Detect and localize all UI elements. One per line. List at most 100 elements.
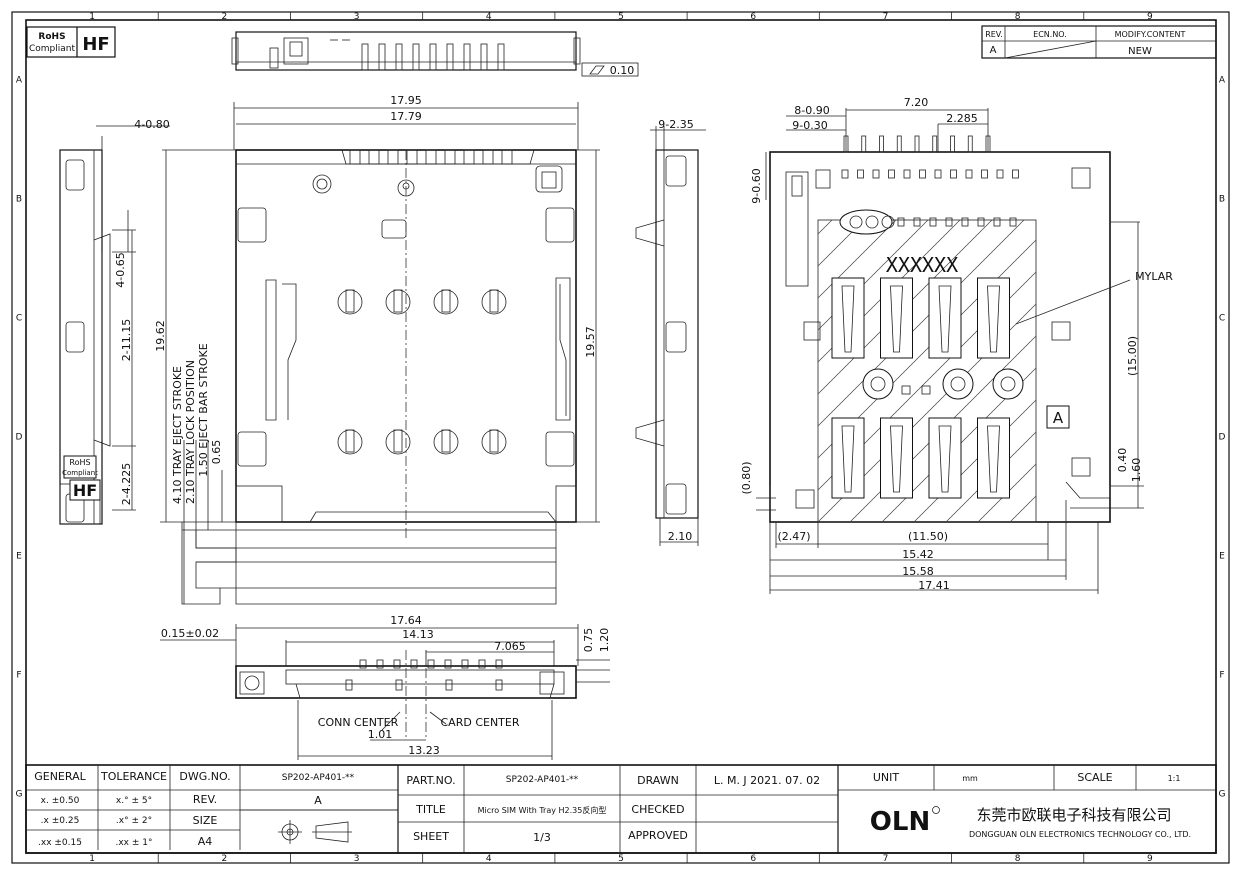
sheet-label: SHEET — [413, 830, 449, 843]
dim-2-4-225: 2-4.225 — [120, 463, 133, 505]
mylar-hatch-line — [977, 463, 1036, 522]
bottom-pad — [903, 169, 911, 179]
drawn-value: L. M. J 2021. 07. 02 — [714, 774, 820, 787]
part-no-label: PART.NO. — [406, 774, 455, 787]
tray-eject-stroke: 4.10 TRAY EJECT STROKE — [171, 366, 184, 504]
top-pin — [412, 43, 420, 71]
tol-x-angular: x.° ± 5° — [116, 796, 152, 806]
bottom-contact — [928, 277, 962, 359]
column-label-bottom: 9 — [1147, 854, 1153, 864]
front-contact-blade — [345, 289, 355, 313]
dim-0-65: 0.65 — [210, 440, 223, 465]
tol-xxx-linear: .xx ±0.15 — [38, 838, 82, 848]
dim-1-20: 1.20 — [598, 628, 611, 653]
column-label-top: 9 — [1147, 12, 1153, 22]
column-label-top: 1 — [89, 12, 95, 22]
left-side-view: 4-0.80 4-0.65 2-11.15 2-4.225 RoHS Compl… — [59, 118, 170, 525]
bottom-contact-spring — [890, 285, 903, 353]
bottom-pad — [872, 169, 880, 179]
bottom-contact — [928, 417, 962, 499]
mylar-label: MYLAR — [1135, 270, 1173, 283]
checked-label: CHECKED — [631, 803, 684, 816]
column-label-bottom: 6 — [750, 854, 756, 864]
part-no-value: SP202-AP401-** — [506, 775, 579, 785]
mylar-hatch-line — [818, 220, 993, 395]
ecn-header: ECN.NO. — [1033, 30, 1067, 39]
hf-label: HF — [82, 34, 109, 55]
front-pin — [501, 149, 513, 165]
dim-0-75: 0.75 — [582, 628, 595, 653]
column-label-bottom: 3 — [354, 854, 360, 864]
bottom-pad — [981, 169, 988, 179]
bottom-contact — [977, 277, 1010, 359]
row-label-left: F — [16, 671, 21, 681]
mylar-hatch-line — [818, 220, 865, 267]
title-block: GENERAL TOLERANCE x. ±0.50 x.° ± 5° .x ±… — [25, 764, 1217, 854]
dim-4-0-65: 4-0.65 — [114, 252, 127, 287]
dwg-no-label: DWG.NO. — [179, 770, 230, 783]
front-contact — [481, 429, 507, 455]
compliant-label: Compliant — [29, 44, 75, 54]
bottom-contact — [831, 277, 865, 359]
mylar-hatch-line — [818, 220, 961, 363]
eject-bar-stroke: 1.50 EJECT BAR STROKE — [197, 343, 210, 476]
modify-value: NEW — [1128, 46, 1152, 57]
front-pin — [387, 149, 399, 165]
bottom-contact — [831, 417, 865, 499]
bottom-pin — [914, 135, 920, 153]
front-pin — [463, 149, 475, 165]
row-label-left: E — [16, 552, 22, 562]
unit-value: mm — [962, 774, 978, 783]
elev-contact — [395, 679, 403, 691]
card-center-label: CARD CENTER — [441, 716, 520, 729]
bottom-pad — [1012, 169, 1019, 179]
dim-2-47: (2.47) — [777, 530, 810, 543]
company-name-en: DONGGUAN OLN ELECTRONICS TECHNOLOGY CO.,… — [969, 830, 1191, 839]
revision-table: REV. ECN.NO. MODIFY.CONTENT A NEW — [981, 25, 1217, 59]
bottom-pin — [861, 135, 867, 153]
front-pin — [425, 149, 437, 165]
bottom-ring — [942, 368, 974, 400]
bottom-pad-small — [993, 217, 1001, 227]
bottom-ring-inner — [950, 376, 966, 392]
elev-pin — [376, 659, 384, 669]
column-label-top: 5 — [618, 12, 624, 22]
top-elevation-view: 0.10 — [231, 31, 639, 77]
column-label-bottom: 4 — [486, 854, 492, 864]
front-contact-blade — [393, 429, 403, 453]
size-value: A4 — [198, 835, 213, 848]
dim-2-10: 2.10 — [668, 530, 693, 543]
dwg-no-value: SP202-AP401-** — [282, 773, 355, 783]
dim-14-13: 14.13 — [402, 628, 434, 641]
projection-symbol — [278, 820, 352, 844]
elev-pin — [461, 659, 469, 669]
tray-lock-position: 2.10 TRAY LOCK POSITION — [184, 360, 197, 504]
dim-4-0-80: 4-0.80 — [134, 118, 169, 131]
bottom-pin — [879, 135, 884, 153]
row-label-left: B — [16, 195, 22, 205]
top-pin — [497, 43, 505, 71]
dim-11-50: (11.50) — [908, 530, 948, 543]
elev-contact — [345, 679, 353, 691]
front-pin — [482, 149, 494, 165]
row-label-right: E — [1219, 552, 1225, 562]
bottom-pad-small — [929, 217, 937, 227]
front-contact-blade — [441, 429, 451, 453]
tolerance-label: TOLERANCE — [100, 770, 167, 783]
title-label: TITLE — [415, 803, 446, 816]
row-label-right: B — [1219, 195, 1225, 205]
top-pin — [463, 43, 471, 71]
dim-0-80: (0.80) — [740, 461, 753, 494]
tol-xxx-angular: .xx ± 1° — [115, 838, 152, 848]
dim-2-285: 2.285 — [946, 112, 978, 125]
unit-label: UNIT — [873, 771, 900, 784]
bottom-pad-small — [913, 217, 921, 227]
front-plan-view: 17.95 17.79 — [154, 94, 600, 605]
dim-9-0-60: 9-0.60 — [750, 168, 763, 203]
general-label: GENERAL — [34, 770, 86, 783]
side-rohs-label: RoHS — [69, 458, 90, 467]
bottom-contact-spring — [938, 425, 952, 493]
row-label-right: C — [1219, 314, 1225, 324]
sheet-value: 1/3 — [533, 831, 551, 844]
